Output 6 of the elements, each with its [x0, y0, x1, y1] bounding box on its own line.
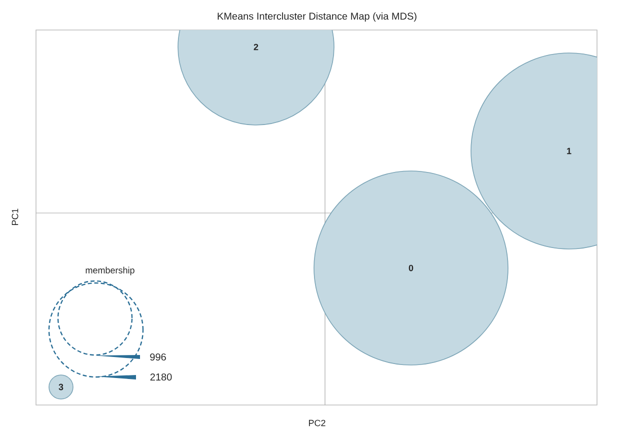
- ylabel: PC1: [12, 208, 18, 226]
- xlabel: PC2: [309, 420, 326, 426]
- legend-value: 996: [150, 353, 166, 361]
- chart-title: KMeans Intercluster Distance Map (via MDS): [218, 12, 416, 22]
- legend-value: 2180: [150, 373, 172, 381]
- legend-title: membership: [86, 266, 134, 276]
